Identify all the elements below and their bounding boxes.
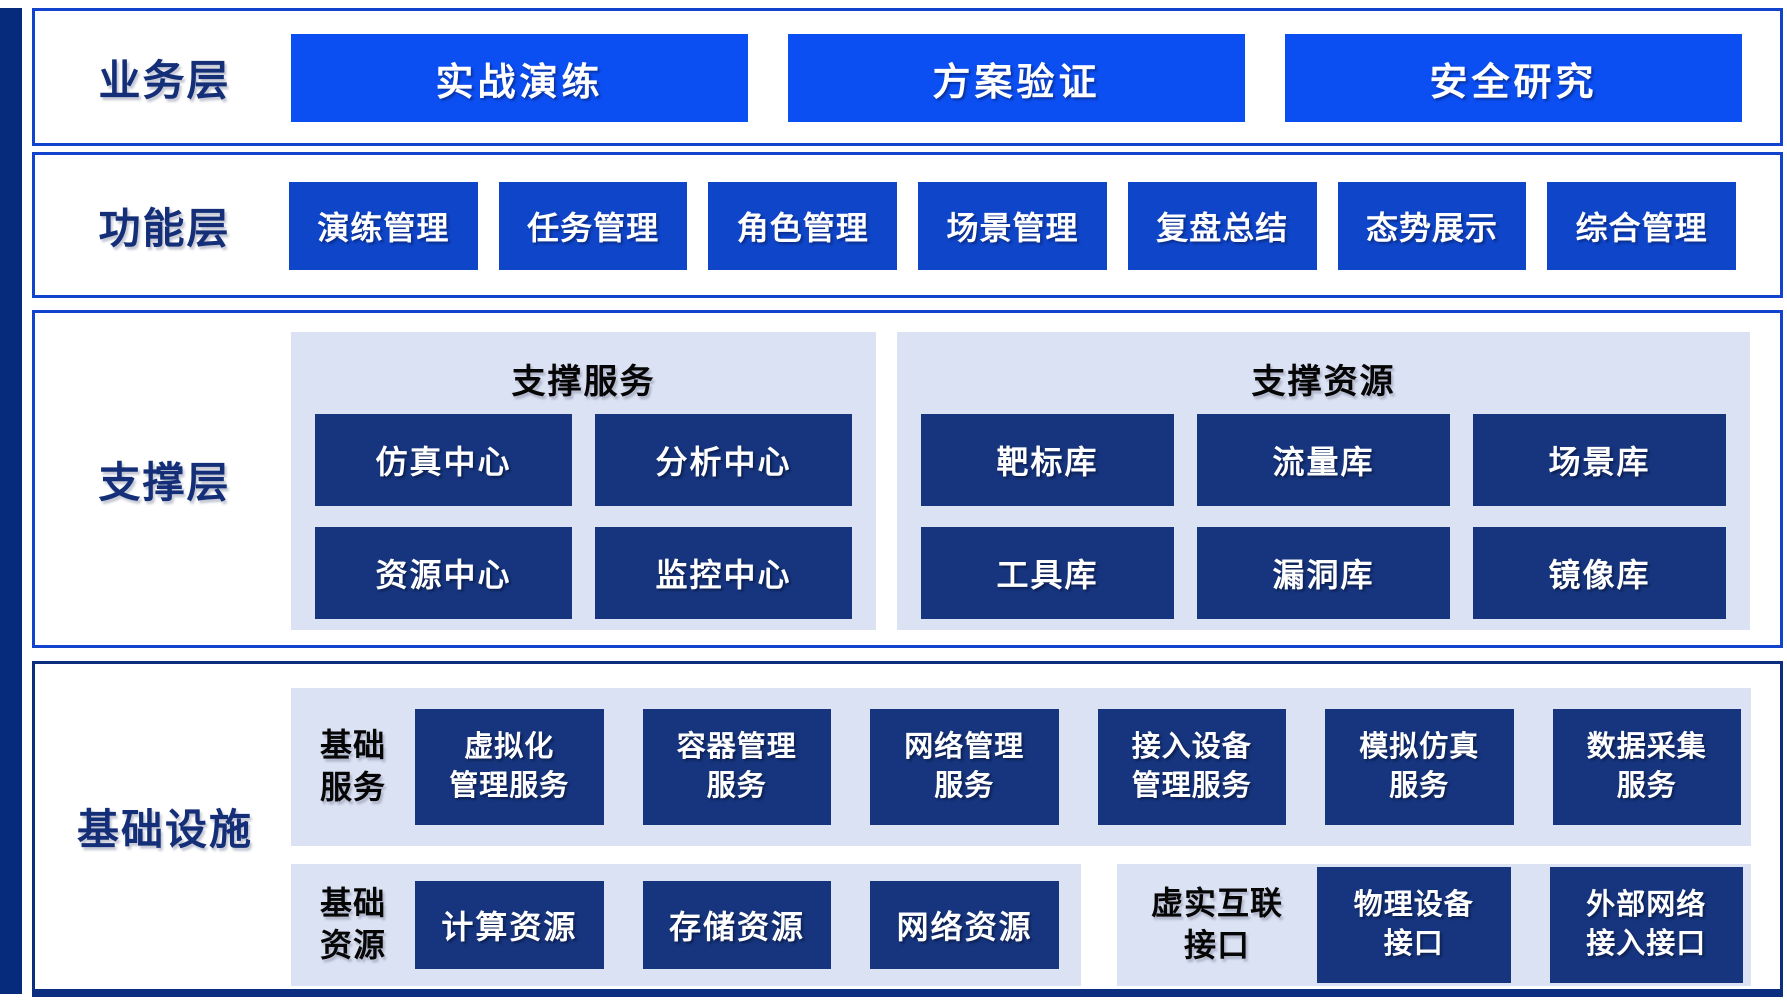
block-exercise-management: 演练管理 (289, 182, 478, 270)
block-physical-device-interface: 物理设备 接口 (1317, 867, 1511, 983)
support-resources-grid: 靶标库 流量库 场景库 工具库 漏洞库 镜像库 (897, 414, 1750, 619)
base-resources-blocks: 计算资源 存储资源 网络资源 (415, 881, 1060, 969)
block-tool-library: 工具库 (921, 527, 1174, 619)
base-services-label: 基础 服务 (319, 727, 386, 805)
block-access-device-management-service: 接入设备 管理服务 (1097, 709, 1286, 825)
base-resources-label: 基础 资源 (319, 885, 386, 963)
block-monitor-center: 监控中心 (595, 527, 852, 619)
base-services-blocks: 虚拟化 管理服务 容器管理 服务 网络管理 服务 接入设备 管理服务 模拟仿真 (415, 709, 1741, 825)
block-network-management-service: 网络管理 服务 (870, 709, 1059, 825)
support-services-panel: 支撑服务 仿真中心 分析中心 资源中心 监控中心 (291, 332, 876, 630)
block-task-management: 任务管理 (498, 182, 688, 270)
block-review-summary: 复盘总结 (1127, 182, 1317, 270)
block-practical-exercise: 实战演练 (291, 34, 748, 122)
support-services-title: 支撑服务 (511, 362, 656, 401)
block-storage-resource: 存储资源 (642, 881, 832, 969)
support-layer-section: 支撑层 支撑服务 仿真中心 分析中心 资源中心 监控中心 支撑资源 靶标库 流量… (32, 310, 1783, 648)
block-traffic-library: 流量库 (1197, 414, 1450, 506)
business-layer-section: 业务层 实战演练 方案验证 安全研究 (32, 8, 1783, 146)
block-scene-management: 场景管理 (918, 182, 1107, 270)
block-role-management: 角色管理 (708, 182, 898, 270)
block-external-network-access-interface: 外部网络 接入接口 (1549, 867, 1743, 983)
block-scene-library: 场景库 (1473, 414, 1726, 506)
virtual-real-interconnect-panel: 虚实互联 接口 物理设备 接口 外部网络 接入接口 (1117, 864, 1751, 986)
block-vulnerability-library: 漏洞库 (1197, 527, 1450, 619)
block-target-library: 靶标库 (921, 414, 1174, 506)
block-image-library: 镜像库 (1473, 527, 1726, 619)
block-resource-center: 资源中心 (315, 527, 572, 619)
business-layer-blocks: 实战演练 方案验证 安全研究 (291, 34, 1742, 122)
virtual-real-interconnect-label: 虚实互联 接口 (1150, 885, 1283, 963)
block-simulation-service: 模拟仿真 服务 (1325, 709, 1514, 825)
block-compute-resource: 计算资源 (415, 881, 604, 969)
function-layer-blocks: 演练管理 任务管理 角色管理 场景管理 复盘总结 态势展示 综合管理 (289, 182, 1737, 270)
support-layer-label: 支撑层 (98, 458, 231, 506)
infrastructure-layer-section: 基础设施 基础 服务 虚拟化 管理服务 容器管理 服务 网络管理 服务 (32, 661, 1783, 997)
block-simulation-center: 仿真中心 (315, 414, 572, 506)
block-comprehensive-management: 综合管理 (1547, 182, 1737, 270)
base-resources-panel: 基础 资源 计算资源 存储资源 网络资源 (291, 864, 1081, 986)
block-security-research: 安全研究 (1285, 34, 1742, 122)
support-resources-title: 支撑资源 (1251, 362, 1396, 401)
interconnect-blocks: 物理设备 接口 外部网络 接入接口 (1317, 867, 1743, 983)
left-accent-bar (0, 8, 22, 994)
block-situation-display: 态势展示 (1337, 182, 1527, 270)
business-layer-label: 业务层 (98, 56, 231, 104)
base-services-panel: 基础 服务 虚拟化 管理服务 容器管理 服务 网络管理 服务 接入设备 (291, 688, 1751, 846)
block-scheme-verification: 方案验证 (788, 34, 1245, 122)
block-analysis-center: 分析中心 (595, 414, 852, 506)
block-virtualization-management-service: 虚拟化 管理服务 (415, 709, 604, 825)
block-data-collection-service: 数据采集 服务 (1552, 709, 1741, 825)
support-services-grid: 仿真中心 分析中心 资源中心 监控中心 (291, 414, 876, 619)
function-layer-section: 功能层 演练管理 任务管理 角色管理 场景管理 复盘总结 态势展示 综合管理 (32, 152, 1783, 298)
function-layer-label: 功能层 (98, 204, 231, 252)
support-resources-panel: 支撑资源 靶标库 流量库 场景库 工具库 漏洞库 镜像库 (897, 332, 1750, 630)
block-container-management-service: 容器管理 服务 (642, 709, 831, 825)
block-network-resource: 网络资源 (870, 881, 1060, 969)
infrastructure-layer-label: 基础设施 (76, 806, 253, 853)
